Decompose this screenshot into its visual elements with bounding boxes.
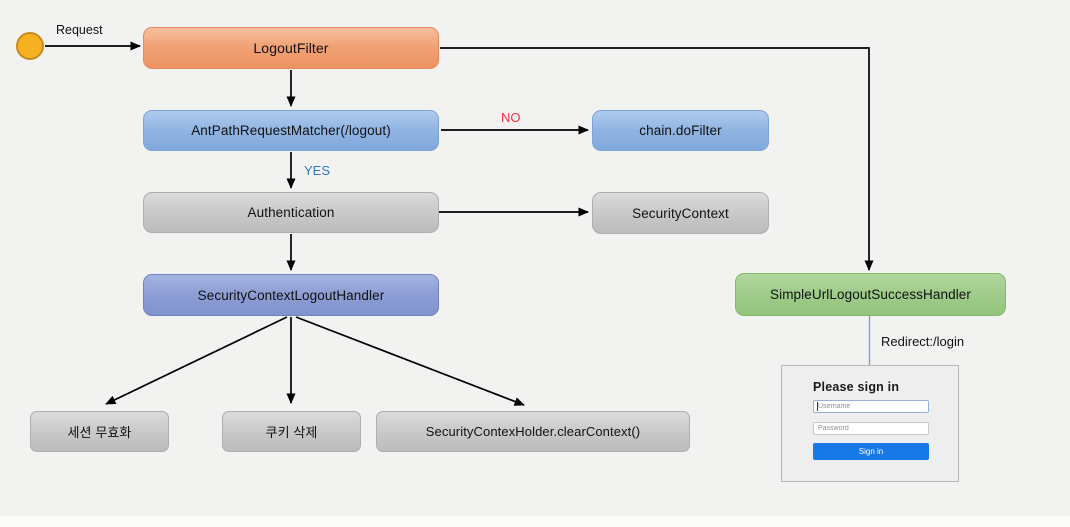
start-node-circle: [16, 32, 44, 60]
node-ant-path-request-matcher: AntPathRequestMatcher(/logout): [143, 110, 439, 151]
node-simple-url-logout-success-handler: SimpleUrlLogoutSuccessHandler: [735, 273, 1006, 316]
login-preview-panel: Please sign in Sign in: [781, 365, 959, 482]
login-heading: Please sign in: [813, 380, 900, 394]
arrow-logouthandler-to-session-invalidate: [105, 316, 288, 405]
node-logout-filter: LogoutFilter: [143, 27, 439, 69]
edge-label-yes: YES: [304, 163, 331, 178]
node-cookie-delete: 쿠키 삭제: [222, 411, 361, 452]
edge-label-no: NO: [501, 110, 521, 125]
node-authentication: Authentication: [143, 192, 439, 233]
bottom-strip: [0, 516, 1070, 527]
request-label: Request: [56, 23, 103, 37]
sign-in-button[interactable]: Sign in: [813, 443, 929, 460]
node-chain-do-filter: chain.doFilter: [592, 110, 769, 151]
redirect-label: Redirect:/login: [881, 334, 965, 349]
node-session-invalidate: 세션 무효화: [30, 411, 169, 452]
password-input[interactable]: [813, 422, 929, 435]
arrow-logouthandler-to-clearcontext: [295, 316, 525, 406]
text-cursor: [817, 402, 818, 411]
node-security-context: SecurityContext: [592, 192, 769, 234]
arrow-logoutfilter-to-successhandler: [440, 47, 874, 271]
node-security-context-logout-handler: SecurityContextLogoutHandler: [143, 274, 439, 316]
node-clear-context: SecurityContexHolder.clearContext(): [376, 411, 690, 452]
username-input[interactable]: [813, 400, 929, 413]
